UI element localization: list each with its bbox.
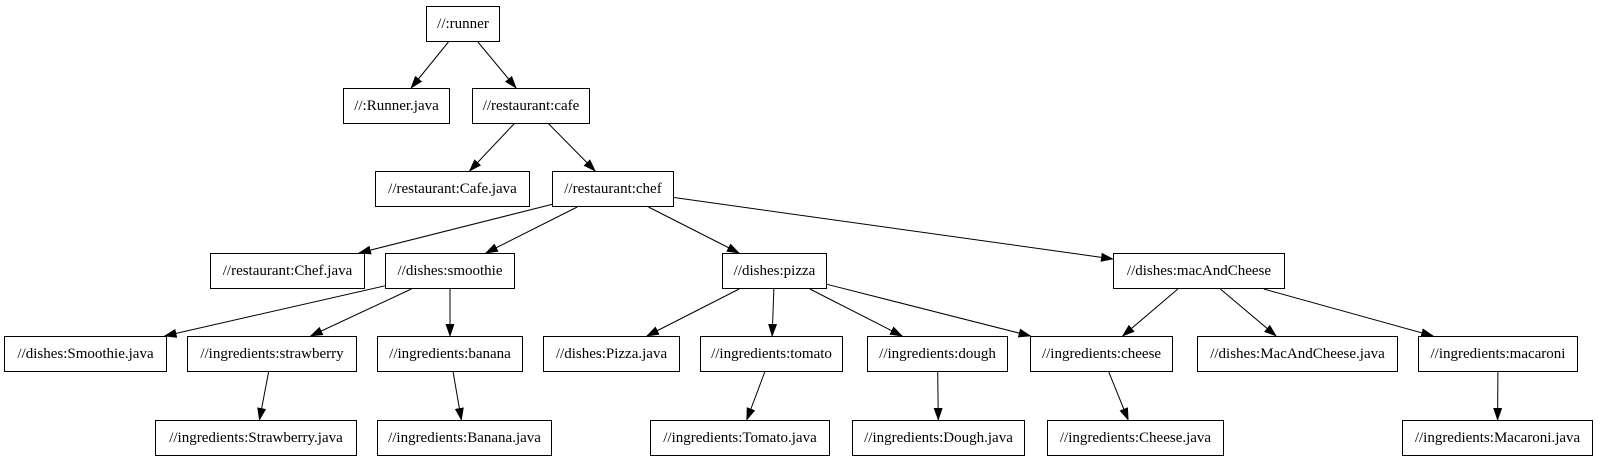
graph-node-cheese: //ingredients:cheese bbox=[1030, 336, 1173, 372]
graph-edge-macandcheese-to-macaroni bbox=[1263, 288, 1435, 338]
graph-node-macaroni: //ingredients:macaroni bbox=[1418, 336, 1578, 372]
graph-edge-cheese-to-cheese_java bbox=[1108, 371, 1129, 421]
graph-edge-pizza-to-cheese bbox=[826, 283, 1032, 338]
graph-node-dough: //ingredients:dough bbox=[867, 336, 1008, 372]
graph-node-runner: //:runner bbox=[426, 6, 500, 42]
graph-node-banana: //ingredients:banana bbox=[377, 336, 523, 372]
graph-node-macaroni-java: //ingredients:Macaroni.java bbox=[1402, 420, 1593, 456]
graph-node-smoothie: //dishes:smoothie bbox=[385, 253, 515, 289]
graph-edge-strawberry-to-strawberry_java bbox=[257, 371, 270, 421]
graph-node-pizza-java: //dishes:Pizza.java bbox=[543, 336, 680, 372]
graph-edge-dough-to-dough_java bbox=[933, 371, 943, 421]
graph-node-banana-java: //ingredients:Banana.java bbox=[377, 420, 552, 456]
graph-edge-macandcheese-to-macandcheese_java bbox=[1220, 288, 1277, 337]
graph-edge-smoothie-to-smoothie_java bbox=[163, 285, 386, 338]
graph-node-mac-and-cheese: //dishes:macAndCheese bbox=[1113, 253, 1285, 289]
graph-node-strawberry-java: //ingredients:Strawberry.java bbox=[155, 420, 357, 456]
graph-edge-chef-to-smoothie bbox=[484, 206, 578, 254]
graph-node-cheese-java: //ingredients:Cheese.java bbox=[1047, 420, 1224, 456]
graph-node-tomato-java: //ingredients:Tomato.java bbox=[650, 420, 830, 456]
graph-node-strawberry: //ingredients:strawberry bbox=[187, 336, 357, 372]
graph-edge-chef-to-pizza bbox=[648, 206, 740, 254]
graph-node-dough-java: //ingredients:Dough.java bbox=[852, 420, 1025, 456]
graph-node-cafe: //restaurant:cafe bbox=[472, 88, 590, 124]
graph-node-pizza: //dishes:pizza bbox=[722, 253, 827, 289]
graph-edge-chef-to-chef_java bbox=[357, 203, 553, 255]
graph-edge-runner-to-runner_java bbox=[410, 41, 449, 89]
graph-node-tomato: //ingredients:tomato bbox=[700, 336, 843, 372]
graph-node-runner-java: //:Runner.java bbox=[343, 88, 450, 124]
graph-edge-pizza-to-dough bbox=[809, 288, 904, 337]
graph-edge-cafe-to-chef bbox=[548, 123, 596, 172]
graph-edge-banana-to-banana_java bbox=[452, 371, 464, 421]
graph-edge-cafe-to-cafe_java bbox=[468, 123, 515, 172]
graph-edge-pizza-to-pizza_java bbox=[645, 288, 740, 337]
graph-node-mac-and-cheese-java: //dishes:MacAndCheese.java bbox=[1197, 336, 1398, 372]
graph-node-chef: //restaurant:chef bbox=[552, 171, 674, 207]
graph-edge-runner-to-cafe bbox=[477, 41, 517, 89]
graph-node-chef-java: //restaurant:Chef.java bbox=[210, 253, 365, 289]
graph-edge-smoothie-to-strawberry bbox=[309, 288, 412, 337]
graph-edge-pizza-to-tomato bbox=[768, 288, 778, 337]
graph-edge-tomato-to-tomato_java bbox=[746, 371, 766, 421]
graph-node-smoothie-java: //dishes:Smoothie.java bbox=[4, 336, 167, 372]
graph-node-cafe-java: //restaurant:Cafe.java bbox=[375, 171, 530, 207]
graph-edge-macandcheese-to-cheese bbox=[1121, 288, 1179, 337]
graph-edge-chef-to-macandcheese bbox=[673, 197, 1114, 262]
